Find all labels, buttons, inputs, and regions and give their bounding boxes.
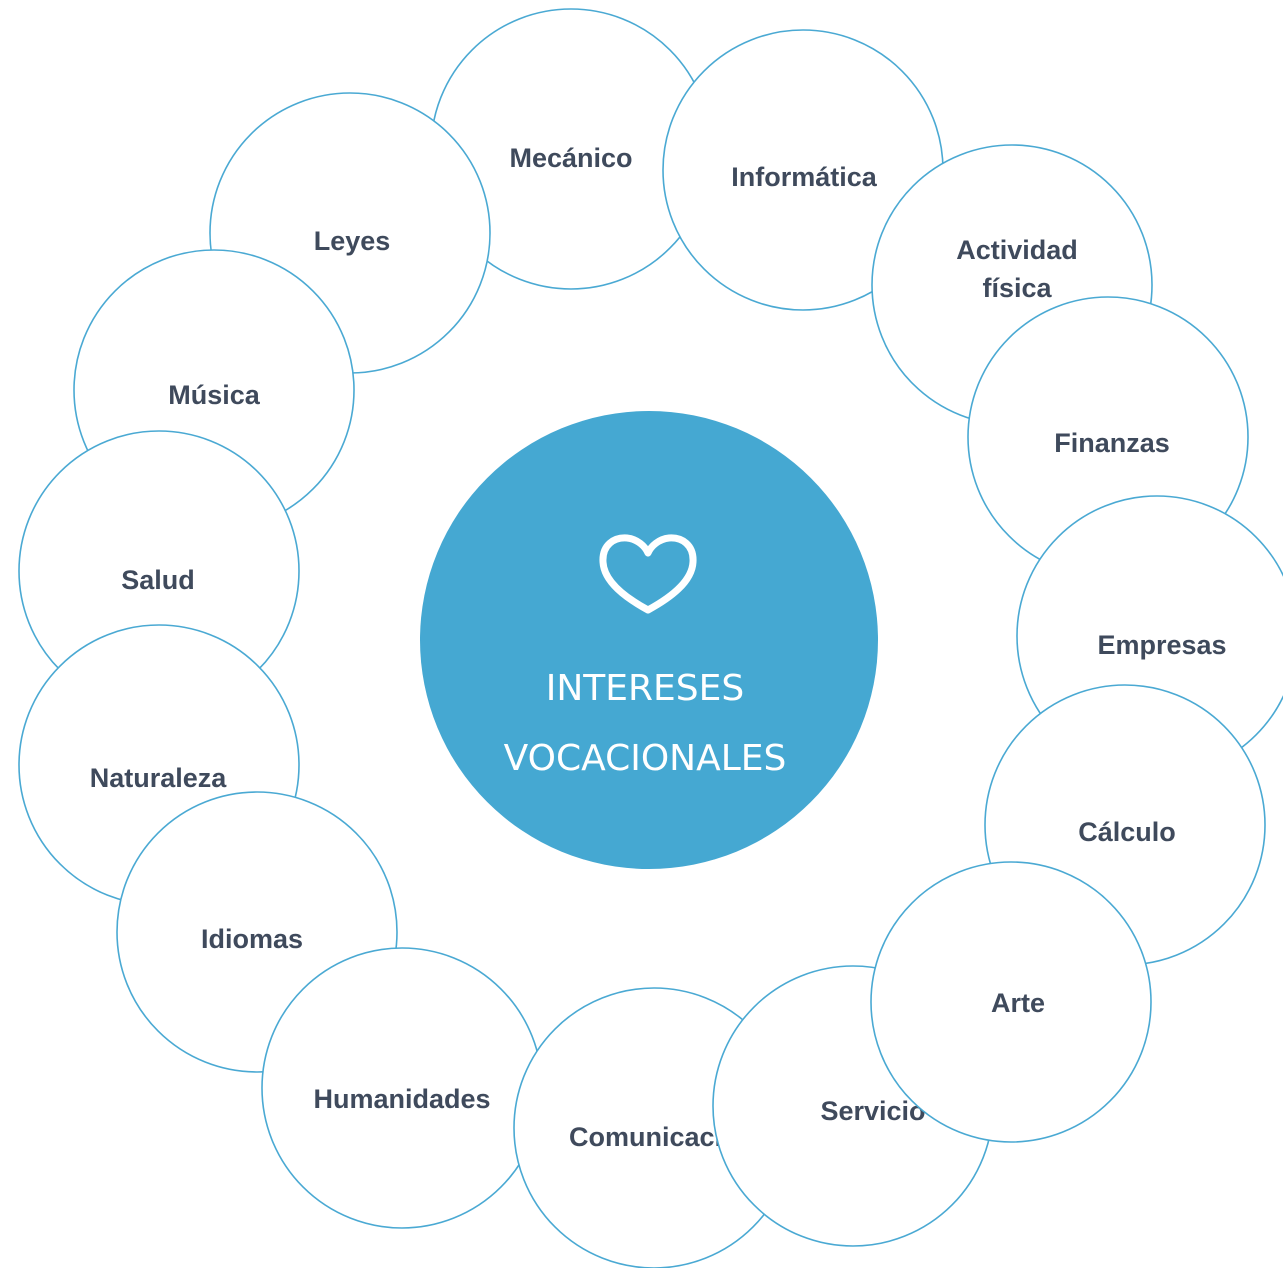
center-title-line2: VOCACIONALES	[504, 738, 787, 779]
interest-circle-arte	[870, 861, 1152, 1143]
interest-label-naturaleza: Naturaleza	[90, 763, 228, 793]
interest-node-informatica: Informática	[662, 29, 944, 311]
interest-label-idiomas: Idiomas	[201, 924, 303, 954]
interest-label-arte: Arte	[991, 988, 1045, 1018]
center-node: INTERESES VOCACIONALES	[420, 411, 878, 869]
interest-label-servicio: Servicio	[820, 1096, 925, 1126]
center-title-line1: INTERESES	[546, 668, 745, 709]
interest-label-leyes: Leyes	[314, 226, 391, 256]
interest-label-mecanico: Mecánico	[509, 143, 632, 173]
interest-node-arte: Arte	[870, 861, 1152, 1143]
interest-label-musica: Música	[168, 380, 261, 410]
center-circle	[420, 411, 878, 869]
interest-label-humanidades: Humanidades	[313, 1084, 490, 1114]
interest-label-salud: Salud	[121, 565, 195, 595]
interest-label-calculo: Cálculo	[1078, 817, 1176, 847]
interest-node-humanidades: Humanidades	[261, 947, 543, 1229]
interest-label-finanzas: Finanzas	[1054, 428, 1170, 458]
interest-node-mecanico: Mecánico	[430, 8, 712, 290]
interest-label-empresas: Empresas	[1097, 630, 1226, 660]
interest-label-informatica: Informática	[731, 162, 878, 192]
heart-icon	[599, 534, 697, 614]
